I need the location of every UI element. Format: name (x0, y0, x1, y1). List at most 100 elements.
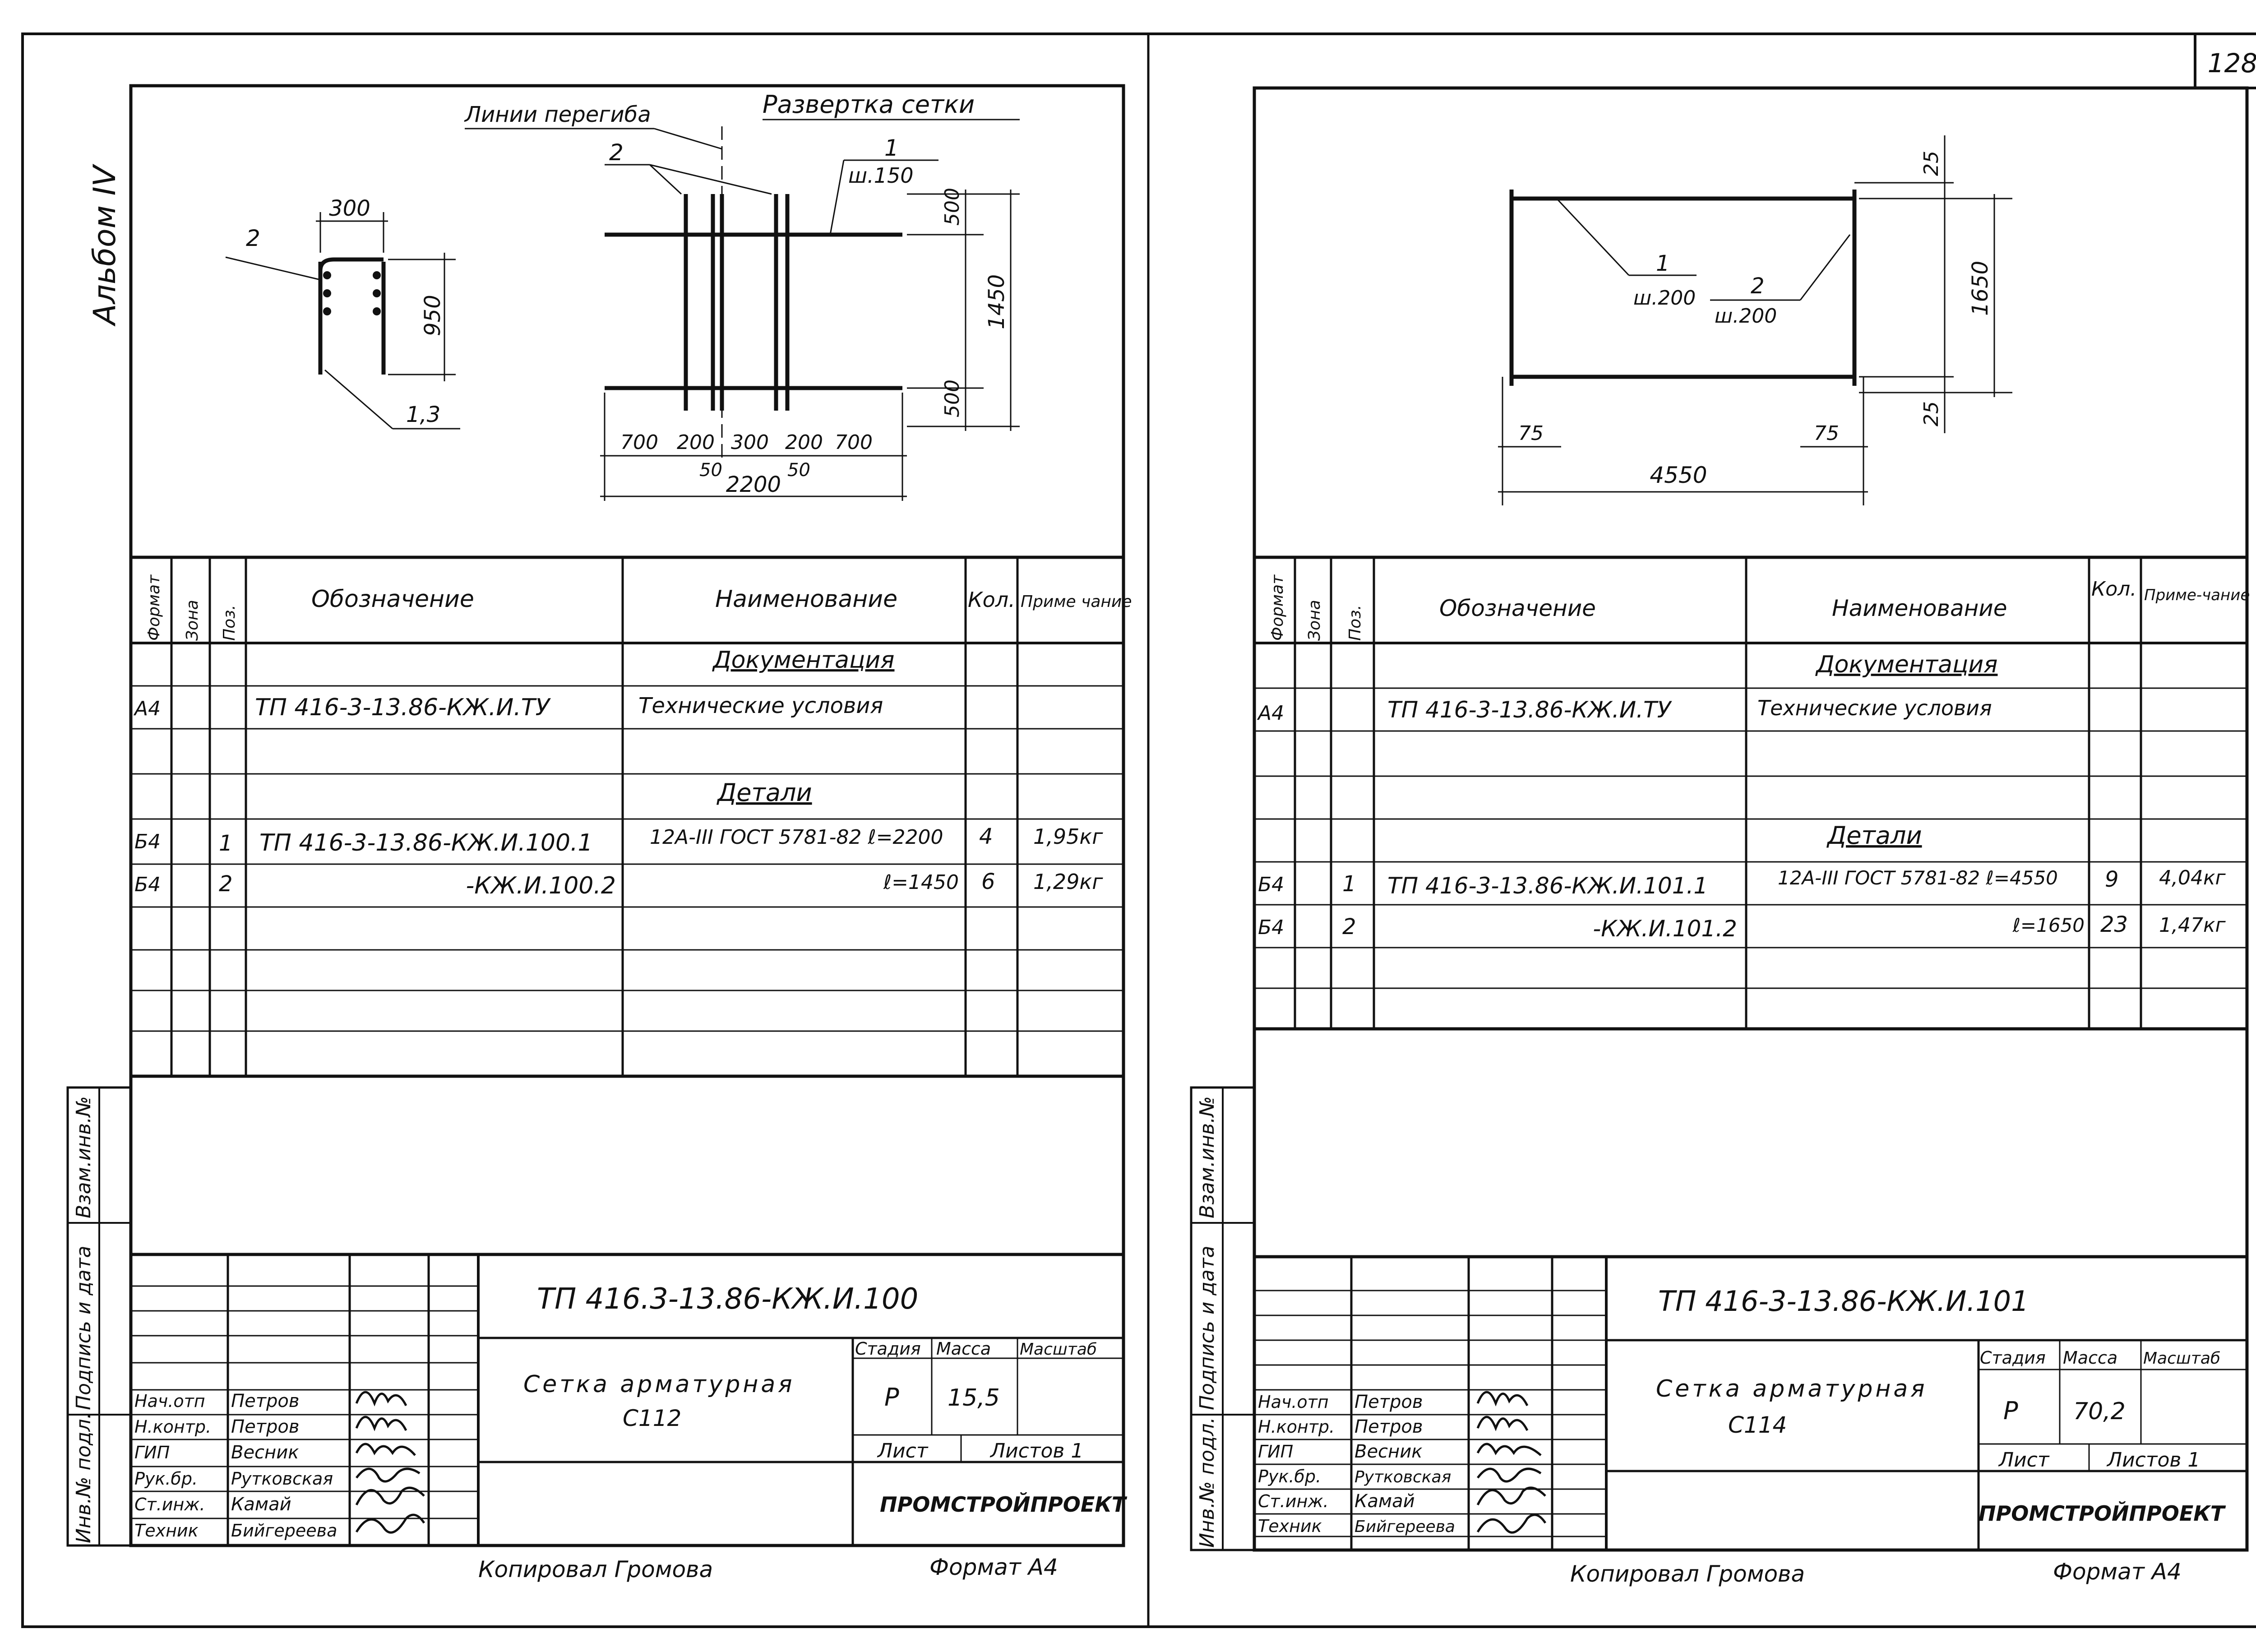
row1-name: 12А-III ГОСТ 5781-82 ℓ=2200 (650, 826, 943, 849)
name-5: Камай (231, 1494, 291, 1515)
left-side-strip: Инв.№ подл. Подпись и дата Взам.инв.№ (66, 1086, 132, 1547)
side-replace: Взам.инв.№ (72, 1096, 95, 1218)
r-dim-75b: 75 (1814, 422, 1839, 445)
dim-500-top: 500 (941, 188, 964, 226)
doc-format: А4 (133, 697, 161, 720)
callout-pos1: 1 (884, 135, 899, 161)
hdr-note: Приме чание (1021, 592, 1132, 611)
hdr-qty: Кол. (968, 588, 1015, 612)
dim-50b: 50 (787, 460, 810, 481)
dim-700a: 700 (620, 431, 658, 454)
r-sheet-label: Лист (1998, 1448, 2050, 1472)
r-callout-pos1: 1 (1656, 251, 1670, 276)
r-row1-name: 12А-III ГОСТ 5781-82 ℓ=4550 (1778, 867, 2058, 889)
callout-bend-lines: Линии перегиба (464, 102, 651, 127)
r-dim-25-top: 25 (1920, 151, 1943, 176)
side-inv: Инв.№ подл. (72, 1412, 95, 1543)
role-4: Рук.бр. (134, 1469, 198, 1489)
doc-name: Технические условия (638, 693, 883, 718)
row2-designation: -КЖ.И.100.2 (466, 872, 616, 899)
name-2: Петров (231, 1416, 299, 1437)
r-name-3: Весник (1355, 1441, 1422, 1462)
footer-copy: Копировал Громова (478, 1556, 713, 1583)
dim-200a: 200 (677, 431, 715, 454)
r-role-3: ГИП (1258, 1442, 1293, 1462)
album-label: Альбом IV (87, 163, 123, 327)
r-name-1: Петров (1355, 1392, 1423, 1412)
r-signature-4 (1477, 1467, 1542, 1483)
r-signature-1 (1476, 1391, 1529, 1407)
left-sheet: 300 950 2 1,3 Линии перегиба Развертка с… (66, 84, 1132, 1583)
dim-500-bottom: 500 (941, 379, 964, 417)
role-5: Ст.инж. (134, 1495, 205, 1514)
r-section-details: Детали (1826, 821, 1922, 850)
left-title-block: ТП 416.3-13.86-КЖ.И.100 Сетка арматурная… (131, 1253, 1128, 1583)
r-stage-label: Стадия (1980, 1348, 2046, 1368)
footer-format: Формат А4 (929, 1554, 1058, 1580)
right-sketch: 1 ш.200 2 ш.200 25 25 1650 75 75 4550 (1498, 135, 2012, 505)
doc-designation: ТП 416-3-13.86-КЖ.И.ТУ (255, 694, 551, 721)
r-callout-pos2-step: ш.200 (1715, 305, 1777, 328)
right-side-strip: Инв.№ подл. Подпись и дата Взам.инв.№ (1190, 1086, 1256, 1551)
left-frame (129, 84, 1125, 1547)
r-title-mark: С114 (1728, 1412, 1787, 1438)
hdr-name: Наименование (715, 586, 897, 613)
title-mark: С112 (623, 1405, 681, 1431)
name-6: Бийгереева (231, 1521, 337, 1541)
r-hdr-zone: Зона (1305, 600, 1324, 641)
r-side-replace: Взам.инв.№ (1196, 1096, 1219, 1218)
row2-pos: 2 (219, 871, 233, 897)
sheets-label: Листов 1 (989, 1439, 1083, 1462)
r-dim-75a: 75 (1518, 422, 1544, 445)
dim-300b: 300 (731, 431, 769, 454)
r-row2-format: Б4 (1258, 916, 1284, 939)
dim-300: 300 (329, 196, 370, 221)
r-title-code: ТП 416-3-13.86-КЖ.И.101 (1658, 1285, 2029, 1318)
r-hdr-name: Наименование (1832, 595, 2007, 621)
r-title-name: Сетка арматурная (1656, 1375, 1928, 1402)
r-name-6: Бийгереева (1355, 1518, 1455, 1536)
dim-950: 950 (420, 295, 445, 336)
dim-2200: 2200 (726, 472, 781, 497)
r-row1-format: Б4 (1258, 873, 1284, 896)
hdr-designation: Обозначение (311, 586, 474, 613)
signature-5 (355, 1486, 425, 1506)
title-name: Сетка арматурная (523, 1371, 795, 1398)
name-1: Петров (231, 1391, 299, 1411)
right-spec-table: Формат Зона Поз. Обозначение Наименовани… (1254, 555, 2250, 1031)
right-sheet: 1 ш.200 2 ш.200 25 25 1650 75 75 4550 (1190, 86, 2250, 1587)
r-hdr-pos: Поз. (1346, 605, 1364, 641)
row1-qty: 4 (979, 824, 993, 849)
r-scale-label: Масштаб (2143, 1349, 2220, 1368)
r-org-name: ПРОМСТРОЙПРОЕКТ (1979, 1501, 2226, 1526)
r-section-docs: Документация (1815, 651, 1997, 678)
r-signature-5 (1476, 1486, 1546, 1506)
dim-200b: 200 (785, 431, 823, 454)
scale-label: Масштаб (1020, 1340, 1097, 1359)
right-title-block: ТП 416-3-13.86-КЖ.И.101 Сетка арматурная… (1254, 1255, 2247, 1587)
signature-4 (356, 1467, 421, 1483)
name-3: Весник (231, 1442, 299, 1463)
r-row2-note: 1,47кг (2159, 914, 2226, 937)
r-name-5: Камай (1355, 1491, 1415, 1512)
r-hdr-qty: Кол. (2091, 578, 2136, 601)
signature-6 (355, 1513, 425, 1534)
role-3: ГИП (134, 1443, 170, 1462)
dim-1450: 1450 (984, 274, 1009, 329)
signature-2 (355, 1416, 407, 1431)
r-doc-name: Технические условия (1757, 696, 1992, 720)
r-row2-pos: 2 (1342, 914, 1356, 939)
r-name-4: Рутковская (1355, 1468, 1451, 1486)
r-side-inv: Инв.№ подл. (1196, 1417, 1219, 1548)
left-sketch-development: Линии перегиба Развертка сетки 1 ш.150 2 (464, 90, 1020, 501)
r-mass-value: 70,2 (2073, 1398, 2126, 1425)
r-row1-pos: 1 (1342, 871, 1356, 897)
callout-pos1-step: ш.150 (848, 163, 914, 188)
row1-note: 1,95кг (1033, 824, 1103, 849)
stage-label: Стадия (855, 1339, 921, 1359)
callout-pos2-dev: 2 (609, 139, 624, 166)
row1-format: Б4 (134, 830, 161, 853)
role-6: Техник (134, 1521, 199, 1541)
hdr-pos: Поз. (220, 605, 239, 641)
